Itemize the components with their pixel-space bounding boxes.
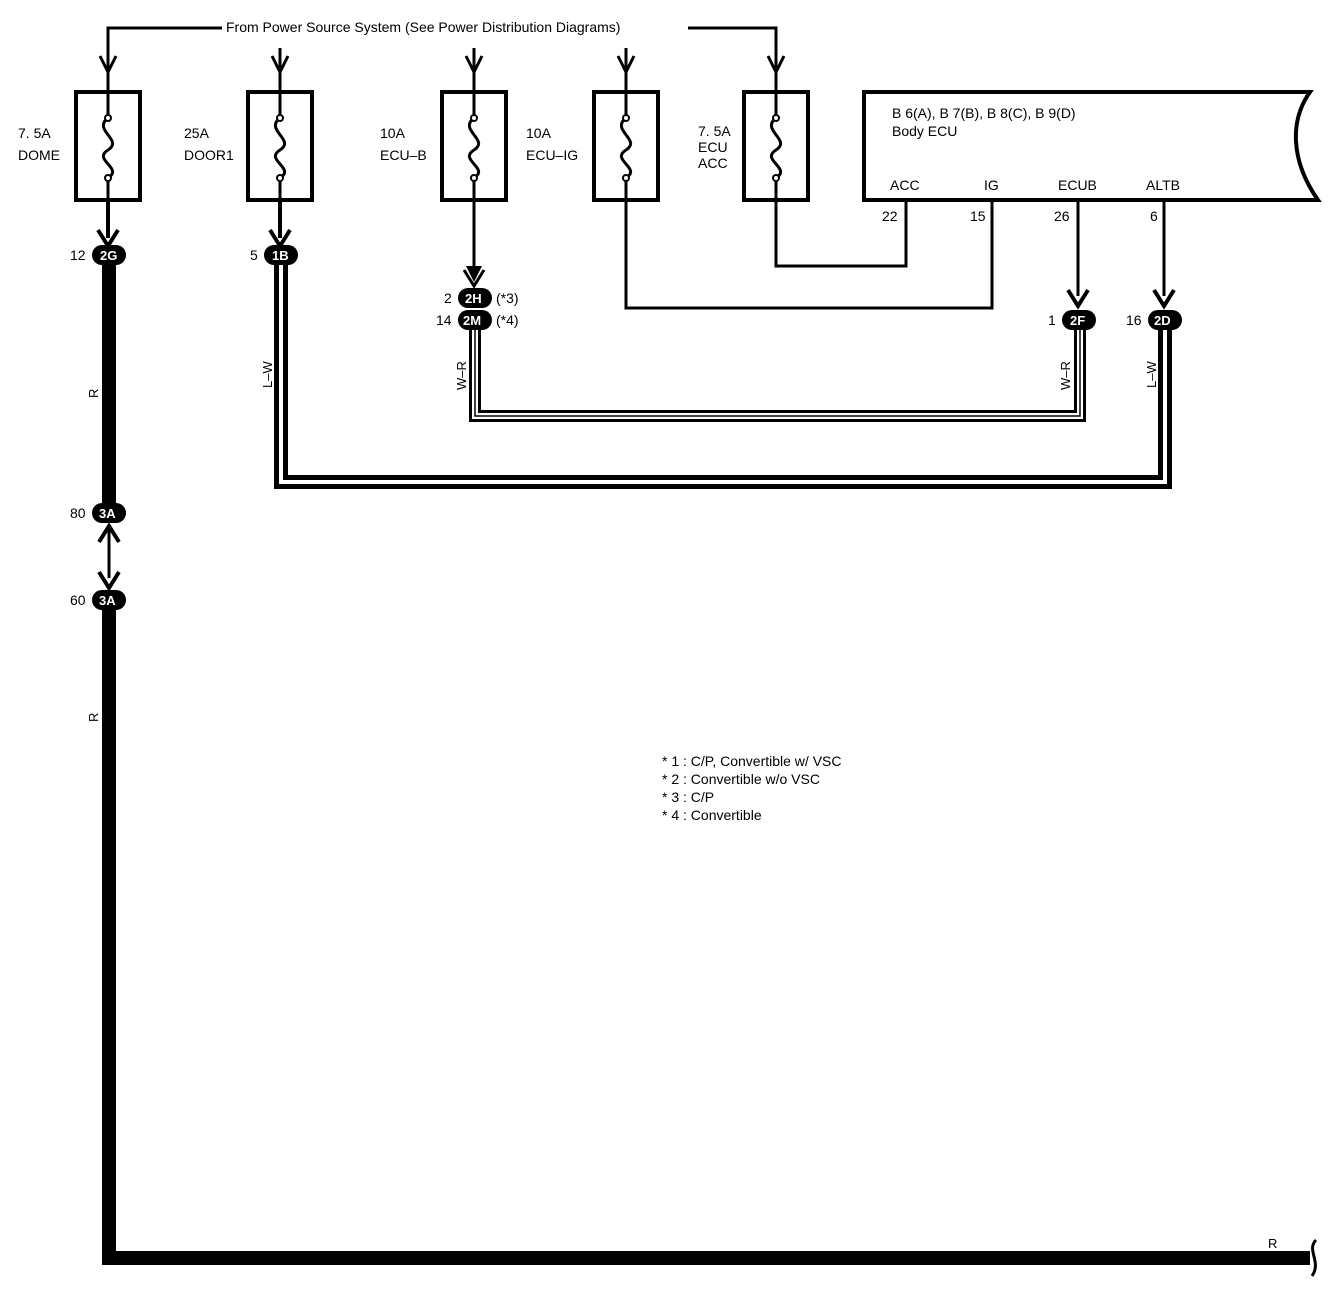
ecu-terminal-altb: ALTB: [1146, 177, 1180, 193]
wire-color-lw-right: L–W: [1144, 361, 1159, 388]
connector-1B: 1B 5: [250, 245, 298, 265]
connector-2D-pin: 16: [1126, 312, 1142, 328]
connector-3A-bottom-pin: 60: [70, 592, 86, 608]
body-ecu: B 6(A), B 7(B), B 8(C), B 9(D) Body ECU …: [862, 90, 1322, 224]
connector-2G-pin: 12: [70, 247, 86, 263]
wire-w-r: [469, 330, 1086, 422]
wire-color-r-3: R: [1268, 1236, 1277, 1251]
connector-2M-note: (*4): [496, 312, 519, 328]
svg-text:2H: 2H: [465, 291, 482, 306]
fuse-ecu-acc-name2: ACC: [698, 155, 728, 171]
fuse-ecu-ig-name: ECU–IG: [526, 147, 578, 163]
svg-text:2M: 2M: [463, 313, 481, 328]
svg-text:3A: 3A: [99, 506, 116, 521]
connector-2M-pin: 14: [436, 312, 452, 328]
connector-2H-pin: 2: [444, 290, 452, 306]
wire-l-w: [274, 265, 1172, 489]
note-3: * 3 : C/P: [662, 789, 714, 805]
connector-2H-note: (*3): [496, 290, 519, 306]
svg-text:3A: 3A: [99, 593, 116, 608]
fuse-ecu-acc: 7. 5A ECU ACC: [698, 90, 810, 202]
ecu-name: Body ECU: [892, 123, 957, 139]
fuse-dome-rating: 7. 5A: [18, 125, 51, 141]
ecu-terminal-acc: ACC: [890, 177, 920, 193]
svg-text:1B: 1B: [272, 248, 289, 263]
power-source-header: From Power Source System (See Power Dist…: [98, 19, 786, 92]
fuse-ecu-b-name: ECU–B: [380, 147, 427, 163]
fuse-ecu-acc-name: ECU: [698, 139, 728, 155]
connector-3A-top-pin: 80: [70, 505, 86, 521]
wire-color-wr-left: W–R: [454, 361, 469, 390]
ecu-pin-acc: 22: [882, 208, 898, 224]
ecu-acc-ig-wires: [624, 200, 994, 310]
fuse-ecu-acc-rating: 7. 5A: [698, 123, 731, 139]
note-2: * 2 : Convertible w/o VSC: [662, 771, 820, 787]
fuse-dome: 7. 5A DOME: [18, 90, 142, 202]
ecu-pin-ecub: 26: [1054, 208, 1070, 224]
fuse-ecu-b: 10A ECU–B: [380, 90, 508, 202]
connector-2D: 2D 16: [1126, 310, 1182, 330]
fuse-ecu-ig: 10A ECU–IG: [526, 90, 660, 202]
ecu-connectors: B 6(A), B 7(B), B 8(C), B 9(D): [892, 105, 1076, 121]
fuse-door1: 25A DOOR1: [184, 90, 314, 202]
connector-2G: 2G 12: [70, 245, 126, 265]
wire-color-lw-left: L–W: [260, 361, 275, 388]
ecu-terminal-ig: IG: [984, 177, 999, 193]
fuse-door1-name: DOOR1: [184, 147, 234, 163]
fuse-dome-name: DOME: [18, 147, 60, 163]
note-1: * 1 : C/P, Convertible w/ VSC: [662, 753, 841, 769]
connector-2F-pin: 1: [1048, 312, 1056, 328]
note-4: * 4 : Convertible: [662, 807, 762, 823]
wire-color-wr-right: W–R: [1058, 361, 1073, 390]
ecu-terminal-ecub: ECUB: [1058, 177, 1097, 193]
power-source-label: From Power Source System (See Power Dist…: [226, 19, 620, 35]
fuse-ecu-ig-rating: 10A: [526, 125, 552, 141]
wire-color-r-2: R: [86, 713, 101, 722]
connector-2H: 2H 2 (*3): [444, 288, 519, 308]
ecu-pin-ig: 15: [970, 208, 986, 224]
connector-3A-bottom: 3A 60: [70, 590, 126, 610]
ecu-pin-altb: 6: [1150, 208, 1158, 224]
svg-text:2D: 2D: [1154, 313, 1171, 328]
notes-block: * 1 : C/P, Convertible w/ VSC * 2 : Conv…: [662, 753, 841, 823]
connector-2M: 2M 14 (*4): [436, 310, 519, 330]
fuse-door1-rating: 25A: [184, 125, 210, 141]
connector-1B-pin: 5: [250, 247, 258, 263]
wire-color-r-1: R: [86, 389, 101, 398]
fuse-ecu-b-rating: 10A: [380, 125, 406, 141]
connector-3A-top: 3A 80: [70, 503, 126, 523]
svg-text:2F: 2F: [1070, 313, 1085, 328]
svg-text:2G: 2G: [100, 248, 117, 263]
connector-2F: 2F 1: [1048, 310, 1096, 330]
